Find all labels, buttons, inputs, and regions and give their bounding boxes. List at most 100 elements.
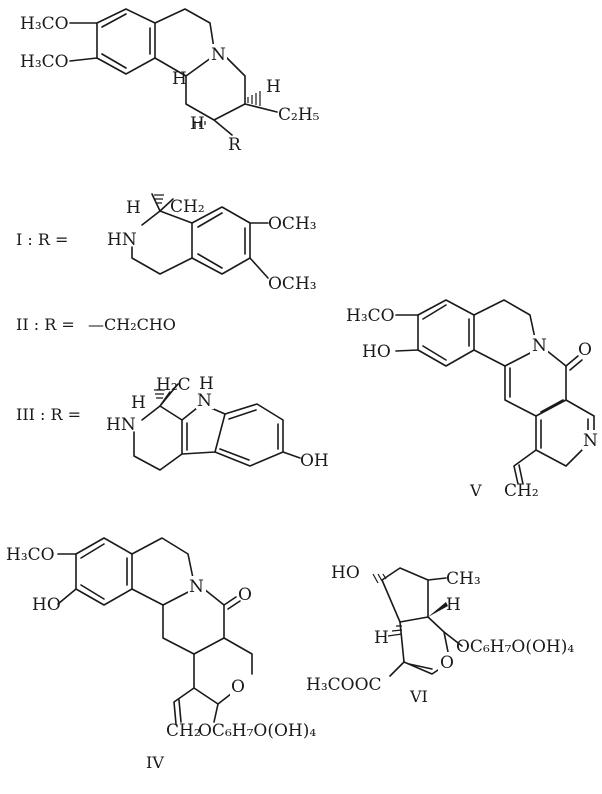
def-iii-label: III : R =: [16, 405, 81, 424]
iv-carbonyl-o-label: O: [238, 585, 252, 605]
v-amide-n-label: N: [532, 336, 547, 356]
core-methoxy-label-bottom: H₃CO: [20, 52, 69, 72]
iv-oxy-bonds: [57, 553, 77, 605]
substituent-ii: II : R = —CH₂CHO: [16, 315, 176, 334]
sub-i-methoxy-label-b: OCH₃: [268, 274, 317, 294]
compound-vi: HO CH₃ H H O H₃COOC OC₆H₇O(OH)₄ VI: [306, 563, 574, 706]
vi-cyclopentane-bonds: [381, 567, 429, 623]
def-ii-value: —CH₂CHO: [88, 315, 176, 334]
vi-ch3-bond: [427, 577, 447, 581]
v-vinyl-label: CH₂: [504, 481, 539, 501]
vi-glyco-label: OC₆H₇O(OH)₄: [456, 637, 574, 657]
core-methoxy-label-top: H₃CO: [20, 14, 69, 34]
sub-iii-h-label: H: [131, 393, 146, 413]
iv-ring-a-inner: [80, 543, 128, 600]
core-ring-c-bonds: [185, 54, 246, 121]
iv-ring-o-label: O: [231, 677, 245, 697]
core-ring-a-inner-bonds: [101, 13, 151, 69]
v-ring-c-double: [509, 367, 564, 413]
v-carbonyl-bond: [565, 355, 583, 371]
def-i-label: I : R =: [16, 230, 68, 249]
iv-ring-c-bonds: [162, 588, 225, 655]
v-ring-a-inner: [422, 304, 470, 361]
v-pyridine-n-label: N: [583, 431, 598, 451]
vi-h-label-right: H: [446, 595, 461, 615]
v-ring-b-bonds: [473, 299, 537, 367]
iv-compound-label: IV: [146, 753, 164, 772]
vi-hash-ho: [372, 573, 387, 584]
core-structure: H₃CO H₃CO N H H H C₂H₅ R: [20, 8, 320, 155]
iv-vinyl-bonds: [173, 687, 195, 725]
vi-glyco-bond: [443, 631, 463, 647]
sub-i-aromatic-inner: [197, 212, 246, 269]
sub-i-ch2-label: CH₂: [170, 197, 205, 217]
core-ring-b-bonds: [154, 8, 216, 77]
v-hydroxy-label: HO: [362, 342, 391, 362]
v-compound-label: V: [469, 481, 482, 500]
sub-i-hash: [154, 194, 164, 204]
core-h-label-2: H: [190, 114, 205, 134]
sub-iii-h2c-label: H₂C: [156, 375, 191, 395]
vi-compound-label: VI: [409, 687, 428, 706]
core-h-label-11b: H: [172, 69, 187, 89]
def-ii-label: II : R =: [16, 315, 75, 334]
v-methoxy-label: H₃CO: [346, 306, 395, 326]
core-hash-2: [194, 121, 206, 128]
core-hash-3: [247, 91, 261, 106]
sub-i-methoxy-label-a: OCH₃: [268, 214, 317, 234]
iv-methoxy-label: H₃CO: [6, 545, 55, 565]
sub-iii-ch2-bonds: [159, 383, 179, 407]
sub-iii-oh-label: OH: [300, 451, 329, 471]
iv-ring-b-bonds: [131, 537, 195, 606]
vi-wedge-h: [428, 602, 448, 617]
vi-hydroxy-label: HO: [331, 563, 360, 583]
vi-ester-label: H₃COOC: [306, 675, 382, 695]
sub-iii-indole-n-label: N: [197, 391, 212, 411]
vi-hash-h: [387, 625, 403, 637]
sub-iii-indole-h-label: H: [199, 374, 214, 394]
sub-i-ring-bonds: [131, 210, 193, 275]
substituent-iii: III : R = H H₂C HN N H OH: [16, 374, 329, 471]
compound-v: H₃CO HO N O N CH₂ V: [346, 299, 600, 501]
sub-iii-benzene-inner: [219, 409, 279, 461]
sub-iii-benzene-bonds: [214, 403, 284, 467]
sub-iii-oh-bond: [282, 451, 301, 459]
core-h-label-3: H: [266, 77, 281, 97]
core-methoxy-bonds: [69, 22, 98, 62]
iv-vinyl-label: CH₂: [166, 721, 201, 741]
vi-h-label-left: H: [374, 628, 389, 648]
iv-pyran-bonds: [193, 637, 253, 705]
core-ethyl-label: C₂H₅: [278, 105, 320, 125]
core-ring-a-bonds: [96, 8, 156, 75]
v-ring-c-bonds: [504, 349, 567, 417]
iv-glyco-bond: [213, 703, 219, 723]
vi-ester-bond: [389, 661, 405, 677]
iv-carbonyl-bond: [223, 596, 241, 610]
v-ring-d-inner: [540, 418, 589, 449]
sub-iii-hn-label: HN: [106, 415, 136, 435]
v-carbonyl-o-label: O: [578, 340, 592, 360]
substituent-i: I : R = H CH₂ HN OCH₃ OCH₃: [16, 193, 317, 294]
iv-ring-a-bonds: [75, 537, 133, 606]
sub-i-h-label: H: [126, 198, 141, 218]
v-ring-d-bonds: [535, 399, 595, 467]
v-vinyl-bonds: [513, 449, 537, 485]
core-substituent-bonds: [213, 103, 278, 136]
sub-iii-piperidine-bonds: [133, 405, 183, 471]
iv-n-label: N: [189, 577, 204, 597]
v-ring-a-bonds: [417, 299, 475, 367]
sub-iii-pyrrole-bonds: [181, 403, 226, 455]
core-r-label: R: [228, 135, 242, 155]
core-n-label: N: [211, 45, 226, 65]
vi-pyran-double: [408, 663, 433, 670]
iv-hydroxy-label: HO: [32, 595, 61, 615]
vi-methyl-label: CH₃: [446, 569, 481, 589]
sub-i-methoxy-bonds: [249, 222, 269, 279]
compound-iv: H₃CO HO N O O CH₂ OC₆H₇O(OH)₄ IV: [6, 537, 316, 772]
v-oxy-bonds: [395, 314, 419, 352]
sub-i-aromatic-bonds: [191, 206, 251, 275]
vi-ring-o-label: O: [440, 653, 454, 673]
iv-glyco-label: OC₆H₇O(OH)₄: [198, 721, 316, 741]
sub-i-hn-label: HN: [107, 230, 137, 250]
